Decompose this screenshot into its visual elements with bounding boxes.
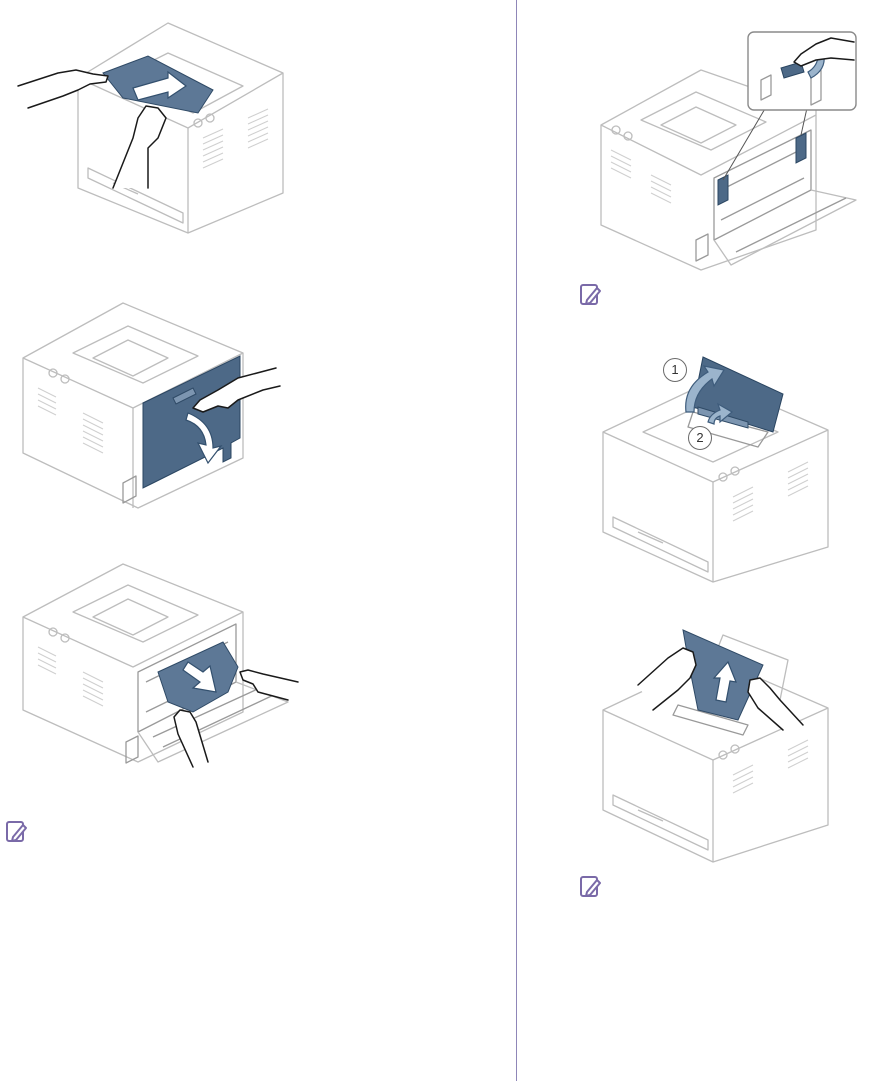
callout-number-1: 1	[663, 358, 687, 382]
column-divider	[516, 0, 517, 1081]
figure-open-rear-cover	[18, 298, 298, 513]
note-pencil-icon	[578, 875, 602, 899]
figure-open-top-inner-cover: 1 2	[598, 352, 838, 584]
note-pencil-icon	[578, 283, 602, 307]
figure-pull-paper-from-rear	[18, 562, 303, 772]
figure-remove-paper-from-top	[598, 630, 838, 865]
figure-remove-paper-output-area	[18, 18, 298, 238]
figure-lift-fuser-levers	[596, 30, 861, 275]
note-pencil-icon	[4, 820, 28, 844]
callout-number-2: 2	[688, 426, 712, 450]
